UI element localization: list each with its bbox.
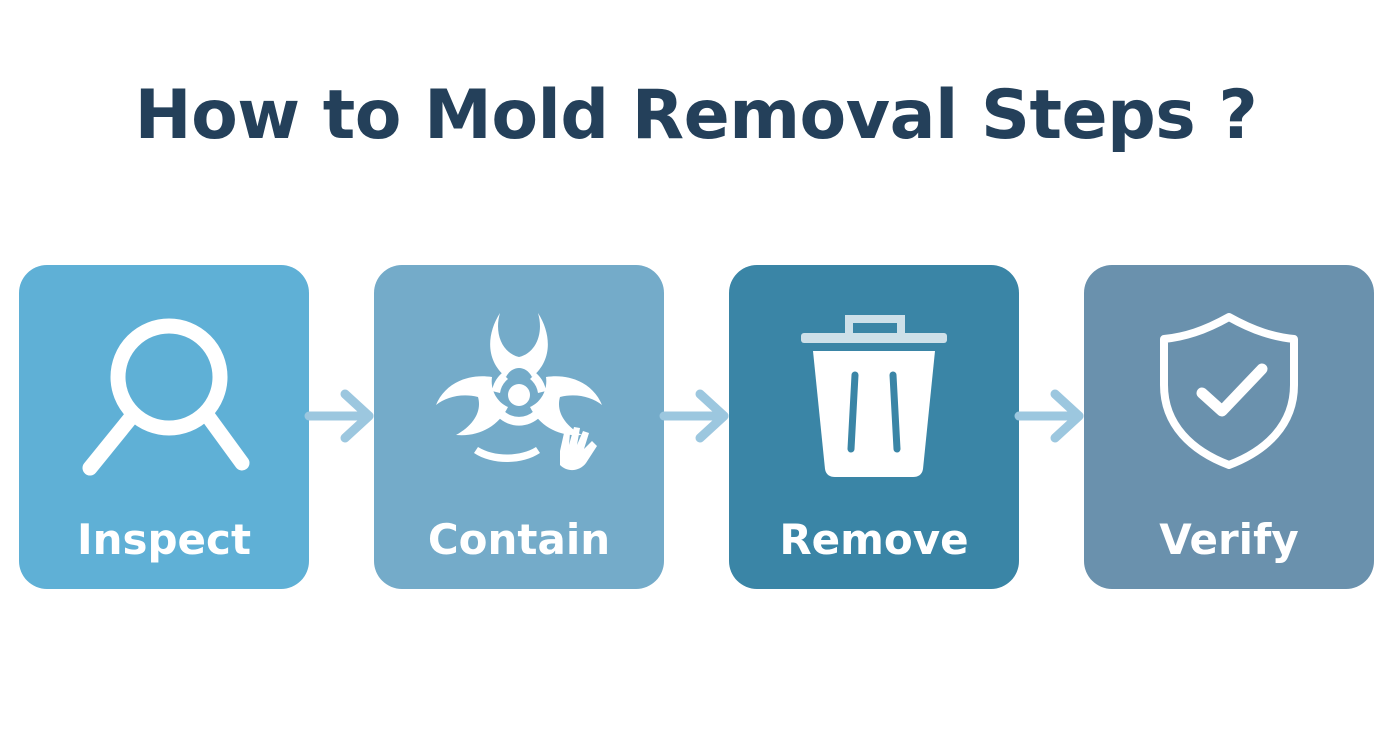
- arrow-right-icon: [659, 389, 729, 443]
- step-label-remove: Remove: [779, 515, 969, 564]
- trash-can-icon: [801, 315, 947, 477]
- step-label-contain: Contain: [427, 515, 611, 564]
- step-label-verify: Verify: [1159, 515, 1299, 564]
- arrow-right-icon: [304, 389, 374, 443]
- arrow-right-icon: [1014, 389, 1084, 443]
- step-card-contain: Contain: [374, 265, 664, 589]
- magnifier-icon: [82, 318, 250, 476]
- shield-check-icon: [1160, 313, 1298, 469]
- step-card-remove: Remove: [729, 265, 1019, 589]
- step-card-inspect: Inspect: [19, 265, 309, 589]
- step-label-inspect: Inspect: [76, 515, 252, 564]
- biohazard-icon: [436, 313, 602, 471]
- step-card-verify: Verify: [1084, 265, 1374, 589]
- page-title: How to Mold Removal Steps ?: [134, 76, 1258, 155]
